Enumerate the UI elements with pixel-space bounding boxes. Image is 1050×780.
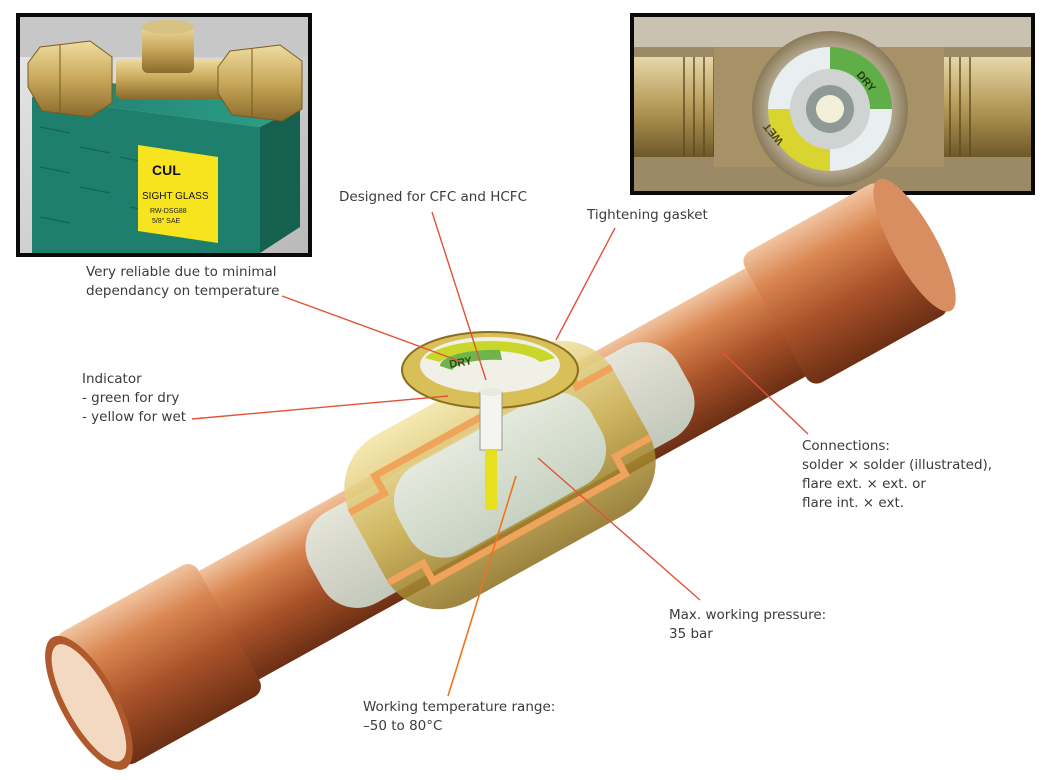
callout-connections-line-3: flare ext. × ext. or bbox=[802, 476, 926, 492]
indicator-assembly: DRY bbox=[401, 331, 579, 510]
leader-cfc bbox=[431, 211, 487, 381]
indicator-ring bbox=[768, 47, 892, 171]
leader-temperature bbox=[447, 475, 517, 697]
callout-pressure: Max. working pressure: 35 bar bbox=[669, 606, 826, 644]
callout-cfc-line: Designed for CFC and HCFC bbox=[339, 189, 527, 205]
callout-cfc: Designed for CFC and HCFC bbox=[339, 188, 527, 207]
indicator-stem bbox=[479, 391, 503, 451]
indicator-closeup-photo: DRY WET bbox=[630, 13, 1035, 195]
callout-indicator-line-1: Indicator bbox=[82, 371, 142, 387]
leader-pressure bbox=[537, 457, 701, 601]
callout-connections-line-1: Connections: bbox=[802, 438, 890, 454]
leader-lines bbox=[191, 211, 809, 697]
callout-gasket-line: Tightening gasket bbox=[587, 207, 708, 223]
leader-reliable bbox=[281, 295, 463, 363]
callout-gasket: Tightening gasket bbox=[587, 206, 708, 225]
callout-pressure-line-1: Max. working pressure: bbox=[669, 607, 827, 623]
leader-connections bbox=[721, 351, 809, 435]
product-box-photo-art: CUL SIGHT GLASS RW-DSG88 5/8" SAE bbox=[20, 17, 308, 253]
brass-fitting bbox=[27, 20, 303, 122]
indicator-wick bbox=[485, 450, 497, 510]
callout-connections-line-4: flare int. × ext. bbox=[802, 495, 905, 511]
box-title-text: SIGHT GLASS bbox=[142, 191, 209, 202]
box-model-text: RW-DSG88 bbox=[150, 208, 187, 215]
box-label bbox=[138, 145, 218, 243]
product-box-photo: CUL SIGHT GLASS RW-DSG88 5/8" SAE bbox=[16, 13, 312, 257]
indicator-dot bbox=[816, 95, 844, 123]
callout-temperature: Working temperature range: –50 to 80°C bbox=[363, 698, 555, 736]
box-size-text: 5/8" SAE bbox=[152, 218, 180, 225]
callout-reliable: Very reliable due to minimal dependancy … bbox=[86, 263, 279, 301]
box-brand-text: CUL bbox=[152, 162, 181, 178]
indicator-closeup-art: DRY WET bbox=[634, 17, 1031, 191]
gasket-profile bbox=[347, 364, 614, 516]
callout-temperature-line-2: –50 to 80°C bbox=[363, 718, 443, 734]
dial-ring bbox=[425, 341, 555, 362]
callout-temperature-line-1: Working temperature range: bbox=[363, 699, 556, 715]
leader-gasket bbox=[555, 227, 616, 341]
leader-indicator bbox=[191, 395, 449, 420]
callout-connections: Connections: solder × solder (illustrate… bbox=[802, 437, 992, 513]
callout-indicator: Indicator - green for dry - yellow for w… bbox=[82, 370, 186, 427]
callout-indicator-line-3: - yellow for wet bbox=[82, 409, 187, 425]
callout-pressure-line-2: 35 bar bbox=[669, 626, 713, 642]
callout-reliable-line-1: Very reliable due to minimal bbox=[86, 264, 277, 280]
callout-indicator-line-2: - green for dry bbox=[82, 390, 180, 406]
callout-reliable-line-2: dependancy on temperature bbox=[86, 283, 280, 299]
callout-connections-line-2: solder × solder (illustrated), bbox=[802, 457, 993, 473]
